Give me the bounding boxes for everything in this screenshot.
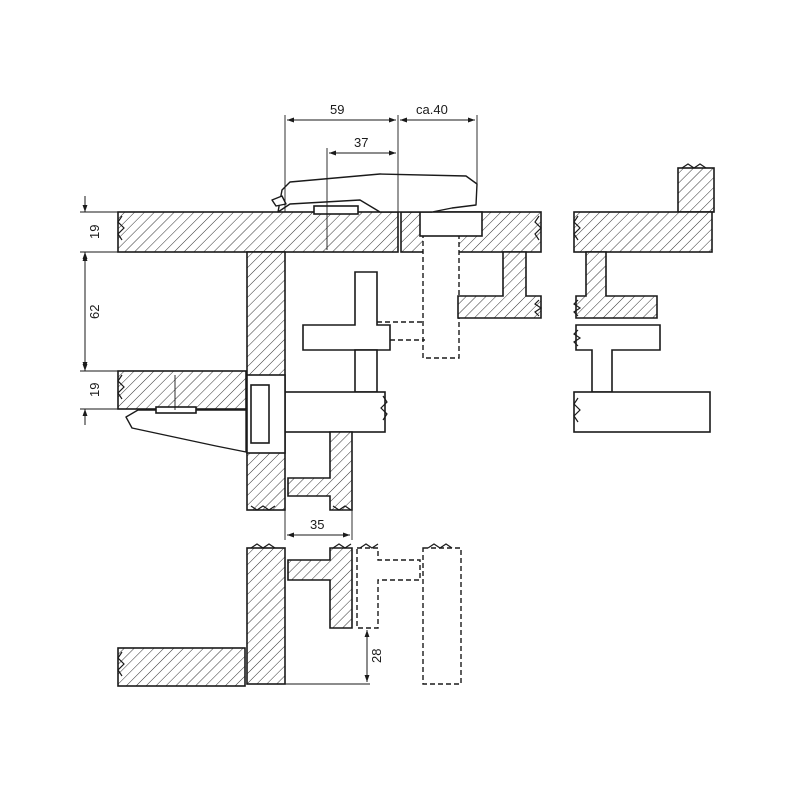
middle-panel — [117, 370, 247, 410]
lower-t-profile — [287, 431, 353, 511]
dim-59-label: 59 — [330, 102, 344, 117]
detail-upper-profile — [575, 251, 658, 319]
top-panel-left — [117, 211, 399, 253]
dim-40-label: ca.40 — [416, 102, 448, 117]
detail-bottom-panel — [573, 391, 711, 433]
bottom-dashed-profile — [356, 547, 421, 629]
break-marks-bottom — [117, 543, 453, 677]
bottom-side-panel — [246, 547, 286, 685]
arm-stem — [354, 349, 378, 393]
mounting-plate-inner — [250, 384, 270, 444]
detail-top-panel — [573, 211, 713, 253]
dim-35-label: 35 — [310, 517, 324, 532]
top-assembly: 59 ca.40 37 19 62 19 35 — [80, 102, 543, 540]
right-detail — [573, 163, 715, 433]
detail-top-block — [677, 167, 715, 213]
hinge-arm-lower-foot — [155, 406, 197, 414]
shelf-panel — [284, 391, 386, 433]
dim-19-mid-label: 19 — [87, 383, 102, 397]
dim-28-label: 28 — [369, 649, 384, 663]
bottom-assembly: 28 — [117, 543, 462, 687]
break-marks-top — [117, 215, 543, 511]
break-marks-detail — [573, 163, 707, 423]
door-profile — [457, 251, 542, 319]
dim-62-label: 62 — [87, 305, 102, 319]
hinge-arm-tip — [271, 195, 287, 207]
hinge-arm-top — [277, 173, 478, 213]
dim-37-label: 37 — [354, 135, 368, 150]
bottom-dashed-door — [422, 547, 462, 685]
hinge-arm-lower — [125, 409, 247, 453]
detail-lower-profile — [575, 324, 661, 393]
arm-t-upper — [302, 271, 391, 351]
bottom-floor-panel — [117, 647, 246, 687]
bottom-t-profile — [287, 547, 353, 629]
hinge-cup — [419, 211, 483, 237]
hinge-arm-foot — [313, 205, 359, 215]
dim-19-top-label: 19 — [87, 225, 102, 239]
